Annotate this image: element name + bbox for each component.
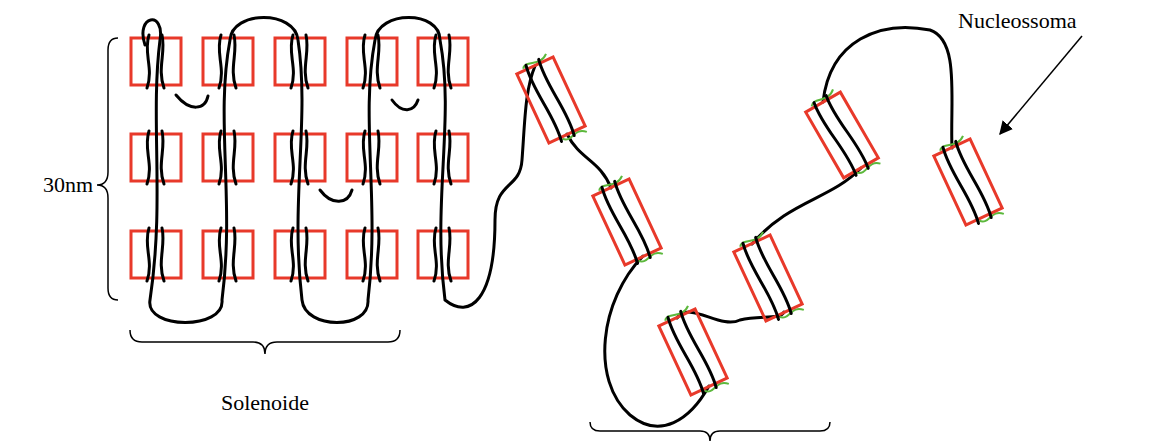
dna-loop	[320, 190, 352, 201]
dna-loop	[176, 95, 208, 107]
linker-dna	[752, 168, 861, 244]
dna-loop	[392, 100, 418, 110]
nucleosome	[731, 230, 804, 327]
linker-dna	[567, 134, 611, 188]
solenoid-box	[203, 131, 253, 184]
dna-strand	[143, 18, 535, 323]
callout-arrow	[1000, 36, 1082, 134]
part-label: Solenoide	[165, 390, 365, 416]
nucleosome	[803, 87, 882, 183]
dimension-label: 30nm	[0, 172, 93, 198]
nucleosome	[590, 174, 663, 271]
solenoid-brace	[130, 330, 400, 354]
nucleosome	[656, 304, 729, 401]
nucleosome	[931, 134, 1004, 231]
nucleosome	[514, 52, 587, 149]
linker-dna	[823, 28, 952, 148]
chain-brace	[590, 422, 830, 441]
height-brace	[97, 38, 118, 300]
callout-label: Nucleossoma	[958, 8, 1077, 34]
